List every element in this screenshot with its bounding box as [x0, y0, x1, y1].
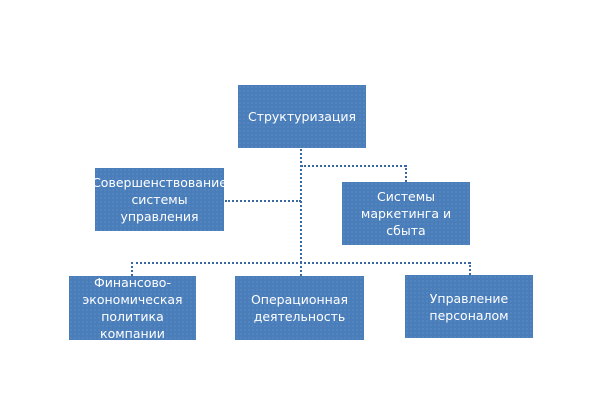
node-marketing-sales: Системы маркетинга и сбыта	[342, 182, 470, 245]
connector-personnel-drop	[469, 262, 471, 275]
node-personnel: Управление персоналом	[405, 275, 533, 338]
node-management-improvement: Совершенствование системы управления	[92, 168, 227, 231]
connector-to-marketing	[301, 165, 406, 167]
node-finance-policy: Финансово- экономическая политика компан…	[69, 275, 196, 341]
connector-trunk	[300, 149, 302, 263]
connector-marketing-drop	[405, 165, 407, 182]
connector-operations-drop	[300, 262, 302, 276]
node-operations: Операционная деятельность	[235, 276, 364, 340]
connector-to-management	[225, 200, 301, 202]
connector-finance-drop	[131, 262, 133, 276]
node-structuring: Структуризация	[238, 85, 366, 148]
